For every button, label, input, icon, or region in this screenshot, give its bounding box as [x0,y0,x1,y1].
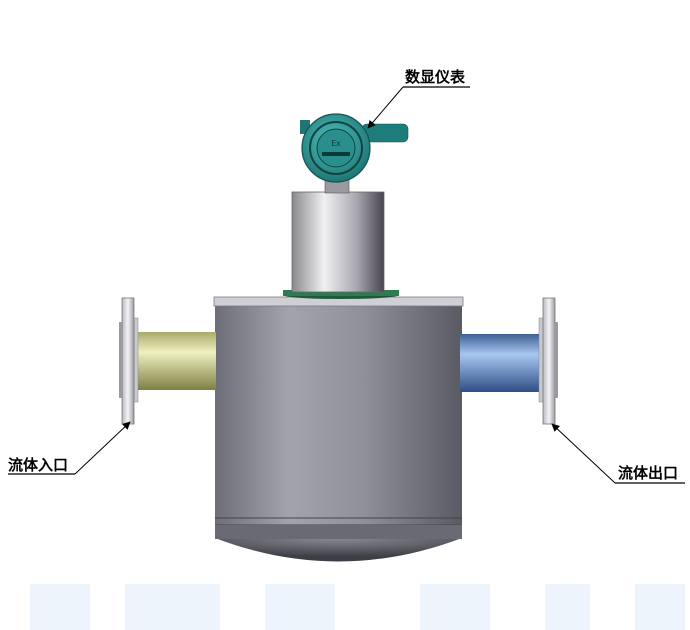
background-band [635,584,685,630]
main-body [215,304,462,562]
display-meter-label: 数显仪表 [405,68,466,86]
fluid-inlet-label: 流体入口 [8,456,69,474]
fluid-outlet-label: 流体出口 [618,464,679,482]
display-meter: Ex [300,113,409,183]
inlet-pipe [119,297,216,425]
background-band [125,584,220,630]
outlet-pipe [460,297,558,425]
svg-text:Ex: Ex [331,139,341,148]
leader-lines [8,86,685,484]
background-band [420,584,490,630]
top-plate [213,290,464,307]
background-band [265,584,335,630]
background-band [545,584,590,630]
neck-cylinder [291,179,385,293]
background-band [30,584,90,630]
